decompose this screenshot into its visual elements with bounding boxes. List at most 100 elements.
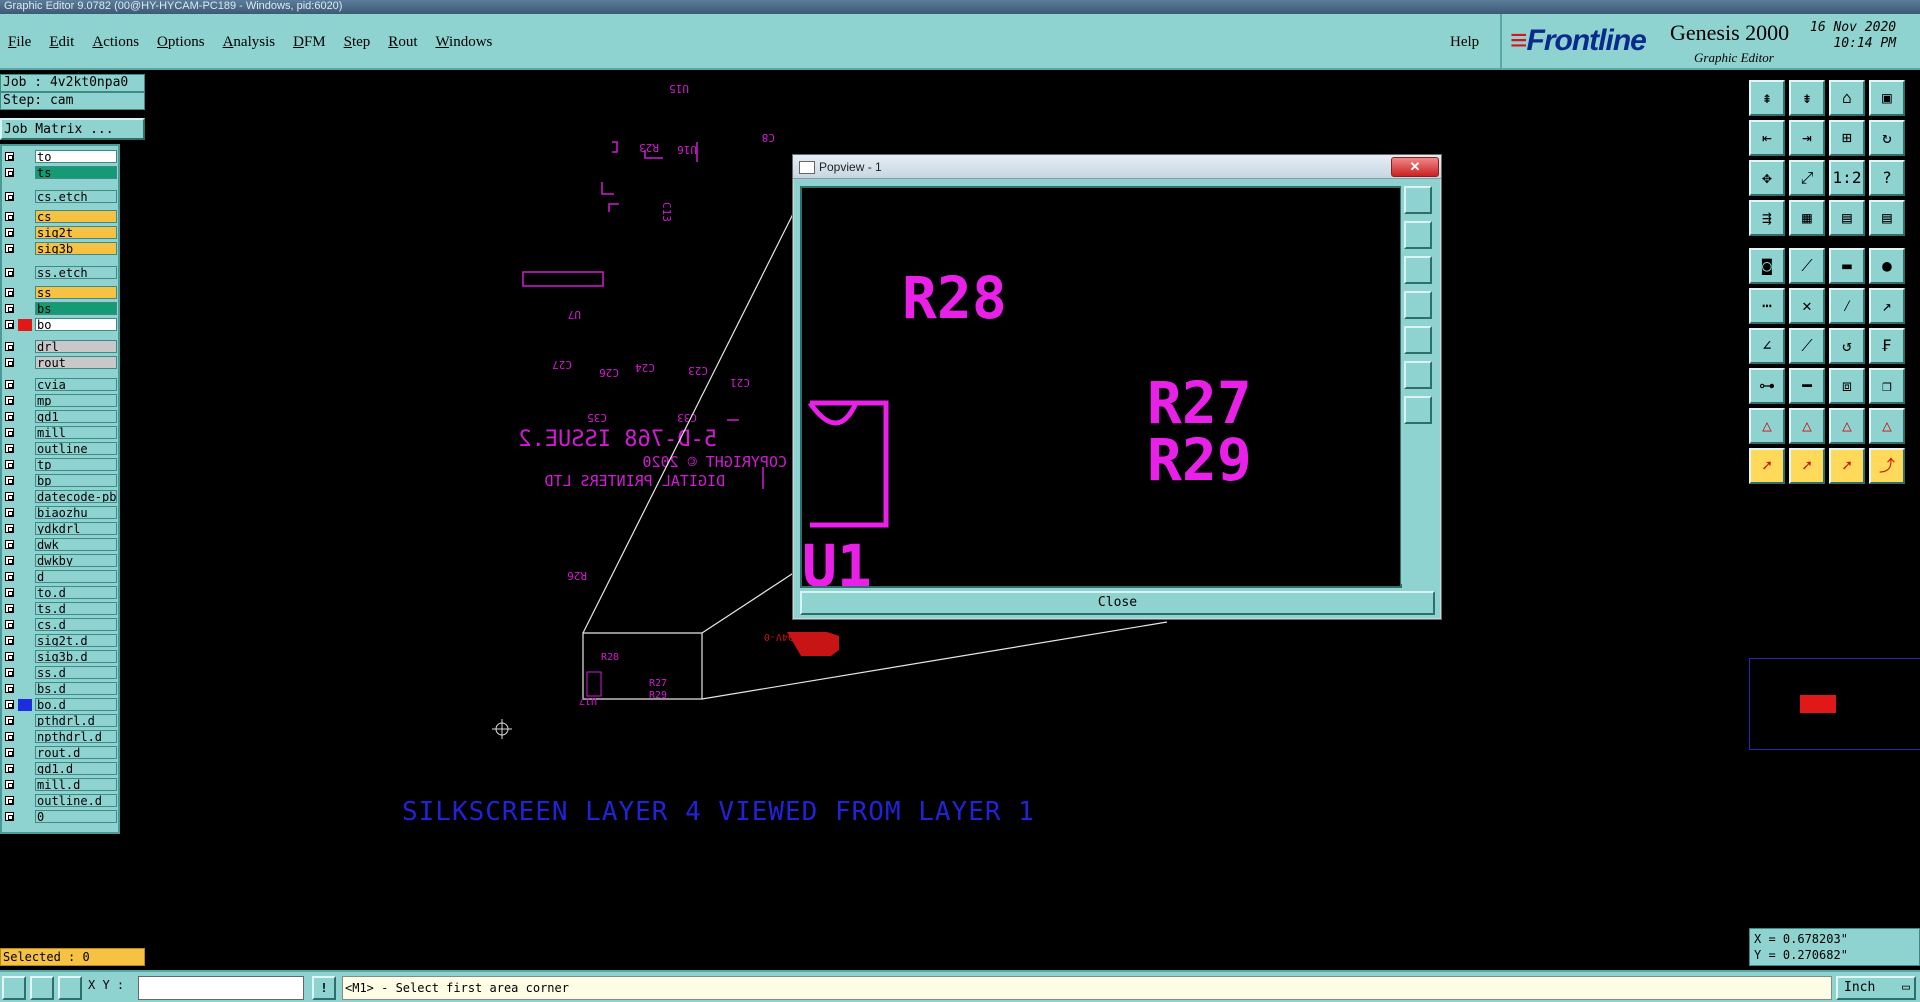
layer-row-cvia[interactable]: cvia [2,378,118,392]
warning-d-icon[interactable]: △ [1869,408,1905,444]
layer-row-bp[interactable]: bp [2,474,118,488]
layer-checkbox[interactable] [5,716,14,725]
layer-checkbox[interactable] [5,428,14,437]
layer-checkbox[interactable] [5,508,14,517]
layer-checkbox[interactable] [5,636,14,645]
popview-canvas[interactable]: R28 R27 R29 U1 [800,186,1402,588]
layer-checkbox[interactable] [5,732,14,741]
rotate-icon[interactable]: ↺ [1829,328,1865,364]
graphic-canvas[interactable]: U15 R23 U16 C8 C13 U7 C27 C26 C24 C23 C2… [147,72,1747,970]
scale-1-2-icon[interactable]: 1:2 [1829,160,1865,196]
layer-checkbox[interactable] [5,320,14,329]
layer-row-cs[interactable]: cs [2,210,118,224]
layer-checkbox[interactable] [5,380,14,389]
layer-checkbox[interactable] [5,212,14,221]
layer-row-sig2t[interactable]: sig2t [2,226,118,240]
popview-close-button[interactable]: Close [800,591,1435,615]
warning-a-icon[interactable]: △ [1749,408,1785,444]
popview-tool-up-icon[interactable] [1404,221,1432,249]
layer-checkbox[interactable] [5,588,14,597]
layer-checkbox[interactable] [5,700,14,709]
layer-checkbox[interactable] [5,412,14,421]
layer-row-rout[interactable]: rout [2,356,118,370]
layer-row-sig3b[interactable]: sig3b [2,242,118,256]
layer-checkbox[interactable] [5,268,14,277]
popview-tool-zoom-in-icon[interactable] [1404,361,1432,389]
menu-options[interactable]: Options [157,34,205,50]
ruler-icon[interactable]: ▬ [1829,248,1865,284]
menu-rout[interactable]: Rout [388,34,418,50]
layer-checkbox[interactable] [5,192,14,201]
zoom-fit-icon[interactable]: ⤢ [1789,160,1825,196]
layer-checkbox[interactable] [5,556,14,565]
menu-file[interactable]: File [8,34,32,50]
popview-tool-fit-icon[interactable] [1404,186,1432,214]
layer-checkbox[interactable] [5,342,14,351]
popview-tool-zoom-out-icon[interactable] [1404,396,1432,424]
arc-point-icon[interactable]: ↗ [1869,288,1905,324]
dash-icon[interactable]: ━ [1789,368,1825,404]
layer-row-mp[interactable]: mp [2,394,118,408]
route-icon[interactable]: ⤴ [1869,448,1905,484]
layer-row-gd1[interactable]: gd1 [2,410,118,424]
copy-icon[interactable]: ❐ [1869,368,1905,404]
layer-checkbox[interactable] [5,288,14,297]
grid-icon[interactable]: ▦ [1789,200,1825,236]
popview-tool-right-icon[interactable] [1404,326,1432,354]
cross-icon[interactable]: ✕ [1789,288,1825,324]
layer-row-bs[interactable]: bs [2,302,118,316]
group-icon[interactable]: ⧈ [1829,368,1865,404]
layer-checkbox[interactable] [5,652,14,661]
layer-row-cs-etch[interactable]: cs.etch [2,190,118,204]
grid-mode-icon[interactable] [58,976,82,1000]
layer-row-cs-d[interactable]: cs.d [2,618,118,632]
layer-checkbox[interactable] [5,764,14,773]
layer-row-biaozhu[interactable]: biaozhu [2,506,118,520]
layer-checkbox[interactable] [5,796,14,805]
units-select[interactable]: Inch▭ [1836,976,1916,1000]
measure-mode-icon[interactable] [30,976,54,1000]
layer-checkbox[interactable] [5,540,14,549]
layer-row-ts-d[interactable]: ts.d [2,602,118,616]
layer-checkbox[interactable] [5,460,14,469]
layer-checkbox[interactable] [5,604,14,613]
layer-row-pthdrl-d[interactable]: pthdrl.d [2,714,118,728]
layer-row-gd1-d[interactable]: gd1.d [2,762,118,776]
pad-icon[interactable]: ◙ [1749,248,1785,284]
layer-checkbox[interactable] [5,476,14,485]
layer-row-mill[interactable]: mill [2,426,118,440]
layer-checkbox[interactable] [5,444,14,453]
warning-c-icon[interactable]: △ [1829,408,1865,444]
layer-row-ss-etch[interactable]: ss.etch [2,266,118,280]
snap-icon[interactable]: ⟋ [1789,248,1825,284]
layer-row-tp[interactable]: tp [2,458,118,472]
layer-row-rout-d[interactable]: rout.d [2,746,118,760]
help-icon[interactable]: ? [1869,160,1905,196]
layer-row-sig3b-d[interactable]: sig3b.d [2,650,118,664]
layer-checkbox[interactable] [5,358,14,367]
pan-right-icon[interactable]: ⇥ [1789,120,1825,156]
layer-checkbox[interactable] [5,572,14,581]
layer-row-dwkby[interactable]: dwkby [2,554,118,568]
layer-row-bo-d[interactable]: bo.d [2,698,118,712]
measure-icon[interactable]: ⇶ [1749,200,1785,236]
layer-row-ss-d[interactable]: ss.d [2,666,118,680]
popview-tool-left-icon[interactable] [1404,291,1432,319]
layer-row-0[interactable]: 0 [2,810,118,824]
layer-checkbox[interactable] [5,812,14,821]
window-icon[interactable]: ▣ [1869,80,1905,116]
menu-help[interactable]: Help [1450,34,1480,50]
layers-blue-icon[interactable]: ▤ [1869,200,1905,236]
layer-checkbox[interactable] [5,620,14,629]
layer-row-d[interactable]: d [2,570,118,584]
layer-checkbox[interactable] [5,780,14,789]
select-box-icon[interactable]: ➚ [1789,448,1825,484]
layers-red-icon[interactable]: ▤ [1829,200,1865,236]
layer-row-to[interactable]: to [2,150,118,164]
layer-row-mill-d[interactable]: mill.d [2,778,118,792]
layer-row-bs-d[interactable]: bs.d [2,682,118,696]
zoom-page-icon[interactable]: ⇟ [1789,80,1825,116]
layer-row-to-d[interactable]: to.d [2,586,118,600]
menu-analysis[interactable]: Analysis [222,34,276,50]
zoom-home-icon[interactable]: ⇞ [1749,80,1785,116]
